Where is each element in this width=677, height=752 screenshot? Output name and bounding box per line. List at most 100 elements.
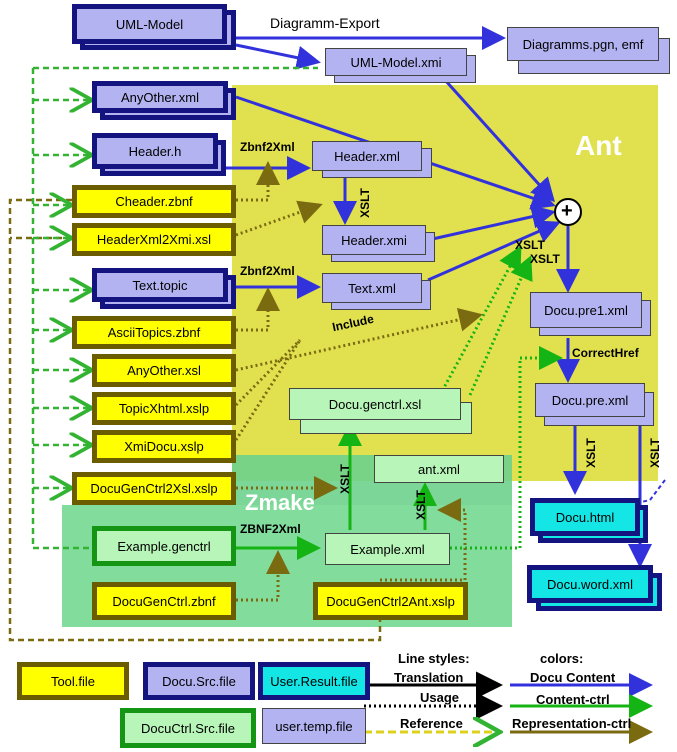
cheader-zbnf-label: Cheader.zbnf — [115, 194, 193, 209]
edge-headerxmi-plus — [427, 204, 556, 242]
edge-anyother-include — [235, 307, 483, 372]
legend-docuctrl-src-file-label: DocuCtrl.Src.file — [141, 720, 235, 736]
legend-docuctrl-src-file: DocuCtrl.Src.file — [120, 708, 256, 748]
topicxhtml-label: TopicXhtml.xslp — [118, 401, 210, 416]
edge-ref-green-spine — [31, 68, 92, 550]
edge-label-xslt-zmake: XSLT — [337, 464, 352, 494]
text-xml-label: Text.xml — [348, 280, 396, 296]
cheader-zbnf-node[interactable]: Cheader.zbnf — [72, 185, 236, 218]
edge-headerxml2xmi-usage — [235, 200, 323, 237]
legend-usage-label: Usage — [420, 690, 460, 705]
header-h-node[interactable]: Header.h — [92, 133, 218, 169]
docu-word-label: Docu.word.xml — [547, 576, 633, 592]
edge-ref-left-cheader — [8, 198, 382, 642]
docu-word-node[interactable]: Docu.word.xml — [527, 565, 653, 603]
asciitopics-label: AsciiTopics.zbnf — [107, 325, 201, 340]
header-xmi-label: Header.xmi — [341, 232, 407, 248]
docugenctrl-zbnf-label: DocuGenCtrl.zbnf — [112, 593, 216, 609]
edge-label-xslt-mid2: XSLT — [530, 252, 560, 266]
docugenctrl-zbnf-node[interactable]: DocuGenCtrl.zbnf — [92, 582, 236, 620]
docu-pre-node[interactable]: Docu.pre.xml — [535, 383, 645, 417]
docugenctrl2xsl-label: DocuGenCtrl2Xsl.xslp — [90, 481, 218, 496]
legend-docu-src-file: Docu.Src.file — [143, 662, 255, 700]
docu-html-label: Docu.html — [555, 509, 615, 525]
example-xml-node[interactable]: Example.xml — [325, 533, 450, 565]
asciitopics-node[interactable]: AsciiTopics.zbnf — [72, 316, 236, 349]
legend-colors-title: colors: — [540, 651, 584, 666]
uml-xmi-label: UML-Model.xmi — [350, 54, 442, 70]
zmake-region-label: Zmake — [245, 490, 315, 515]
anyother-xml-label: AnyOther.xml — [120, 89, 200, 105]
example-genctrl-label: Example.genctrl — [117, 538, 211, 554]
diagrams-label: Diagramms.pgn, emf — [522, 36, 644, 52]
ant-xml-node[interactable]: ant.xml — [374, 455, 504, 483]
xmidocu-label: XmiDocu.xslp — [124, 439, 204, 454]
ant-region-label: Ant — [575, 130, 622, 161]
docu-pre-label: Docu.pre.xml — [551, 392, 629, 408]
text-topic-node[interactable]: Text.topic — [92, 268, 228, 302]
example-genctrl-node[interactable]: Example.genctrl — [92, 526, 236, 566]
edge-xmi-plus — [443, 78, 556, 203]
legend-translation-label: Translation — [394, 670, 464, 685]
docugenctrl2ant-node[interactable]: DocuGenCtrl2Ant.xslp — [313, 582, 468, 620]
edge-label-correcthref: CorrectHref — [572, 346, 639, 360]
legend-docu-content-label: Docu Content — [530, 670, 616, 685]
edge-label-zbnf2xml-header: Zbnf2Xml — [240, 140, 295, 154]
edge-label-xslt-html: XSLT — [583, 438, 598, 468]
edge-label-diagramm-export: Diagramm-Export — [270, 15, 380, 31]
uml-model-label: UML-Model — [115, 16, 184, 32]
docugenctrl2ant-label: DocuGenCtrl2Ant.xslp — [326, 593, 455, 609]
edge-ant-usage — [380, 498, 467, 582]
edge-label-xslt-word: XSLT — [647, 438, 662, 468]
edge-uml-xmi — [235, 43, 321, 70]
header-xmi-node[interactable]: Header.xmi — [322, 225, 426, 255]
edge-label-zbnf2xml-text: Zbnf2Xml — [240, 264, 295, 278]
edge-textxml-plus — [427, 220, 561, 282]
headerxml2xmi-node[interactable]: HeaderXml2Xmi.xsl — [72, 223, 236, 256]
header-xml-label: Header.xml — [334, 148, 400, 164]
edge-examplexml-pre-ref — [450, 346, 563, 550]
uml-model-node[interactable]: UML-Model — [72, 4, 227, 44]
diagrams-node[interactable]: Diagramms.pgn, emf — [507, 27, 659, 61]
ant-xml-label: ant.xml — [418, 461, 460, 477]
header-xml-node[interactable]: Header.xml — [312, 141, 422, 171]
anyother-xsl-label: AnyOther.xsl — [127, 363, 201, 378]
docu-html-node[interactable]: Docu.html — [530, 498, 640, 536]
edge-docugenctrl-usage — [236, 550, 290, 602]
text-xml-node[interactable]: Text.xml — [322, 273, 422, 303]
legend-tool-file: Tool.file — [17, 662, 129, 700]
edge-ref-html — [627, 479, 666, 506]
headerxml2xmi-label: HeaderXml2Xmi.xsl — [96, 232, 212, 247]
xmidocu-node[interactable]: XmiDocu.xslp — [92, 430, 236, 463]
legend-content-ctrl-label: Content-ctrl — [536, 692, 610, 707]
header-h-label: Header.h — [128, 143, 182, 159]
edge-topicxhtml-include — [234, 338, 302, 407]
topicxhtml-node[interactable]: TopicXhtml.xslp — [92, 392, 236, 425]
edge-label-xslt-mid1: XSLT — [515, 238, 545, 252]
text-topic-label: Text.topic — [132, 277, 188, 293]
legend-docu-src-file-label: Docu.Src.file — [162, 673, 236, 689]
uml-xmi-node[interactable]: UML-Model.xmi — [325, 48, 467, 76]
docu-pre1-label: Docu.pre1.xml — [544, 302, 628, 318]
edge-cheader-usage — [236, 161, 280, 202]
docugenctrl2xsl-node[interactable]: DocuGenCtrl2Xsl.xslp — [72, 472, 236, 505]
edge-label-xslt-header: XSLT — [357, 188, 372, 218]
genctrl-xsl-node[interactable]: Docu.genctrl.xsl — [289, 388, 461, 420]
edge-label-zbnf2xml-caps: ZBNF2Xml — [240, 522, 301, 536]
anyother-xml-node[interactable]: AnyOther.xml — [92, 81, 228, 113]
edge-genctrlxsl-xslt2 — [468, 255, 533, 396]
legend-user-result-file: User.Result.file — [258, 662, 370, 700]
anyother-xsl-node[interactable]: AnyOther.xsl — [92, 354, 236, 387]
legend-representation-ctrl-label: Representation-ctrl — [512, 716, 632, 731]
example-xml-label: Example.xml — [350, 541, 425, 557]
legend-line-styles-title: Line styles: — [398, 651, 470, 666]
legend-user-temp-file-label: user.temp.file — [275, 718, 353, 734]
docu-pre1-node[interactable]: Docu.pre1.xml — [530, 292, 642, 328]
merge-junction-symbol: + — [561, 200, 573, 222]
legend-user-temp-file: user.temp.file — [262, 708, 366, 744]
edge-asciitopics-usage — [236, 287, 280, 332]
genctrl-xsl-label: Docu.genctrl.xsl — [328, 396, 422, 412]
merge-junction — [554, 198, 582, 226]
